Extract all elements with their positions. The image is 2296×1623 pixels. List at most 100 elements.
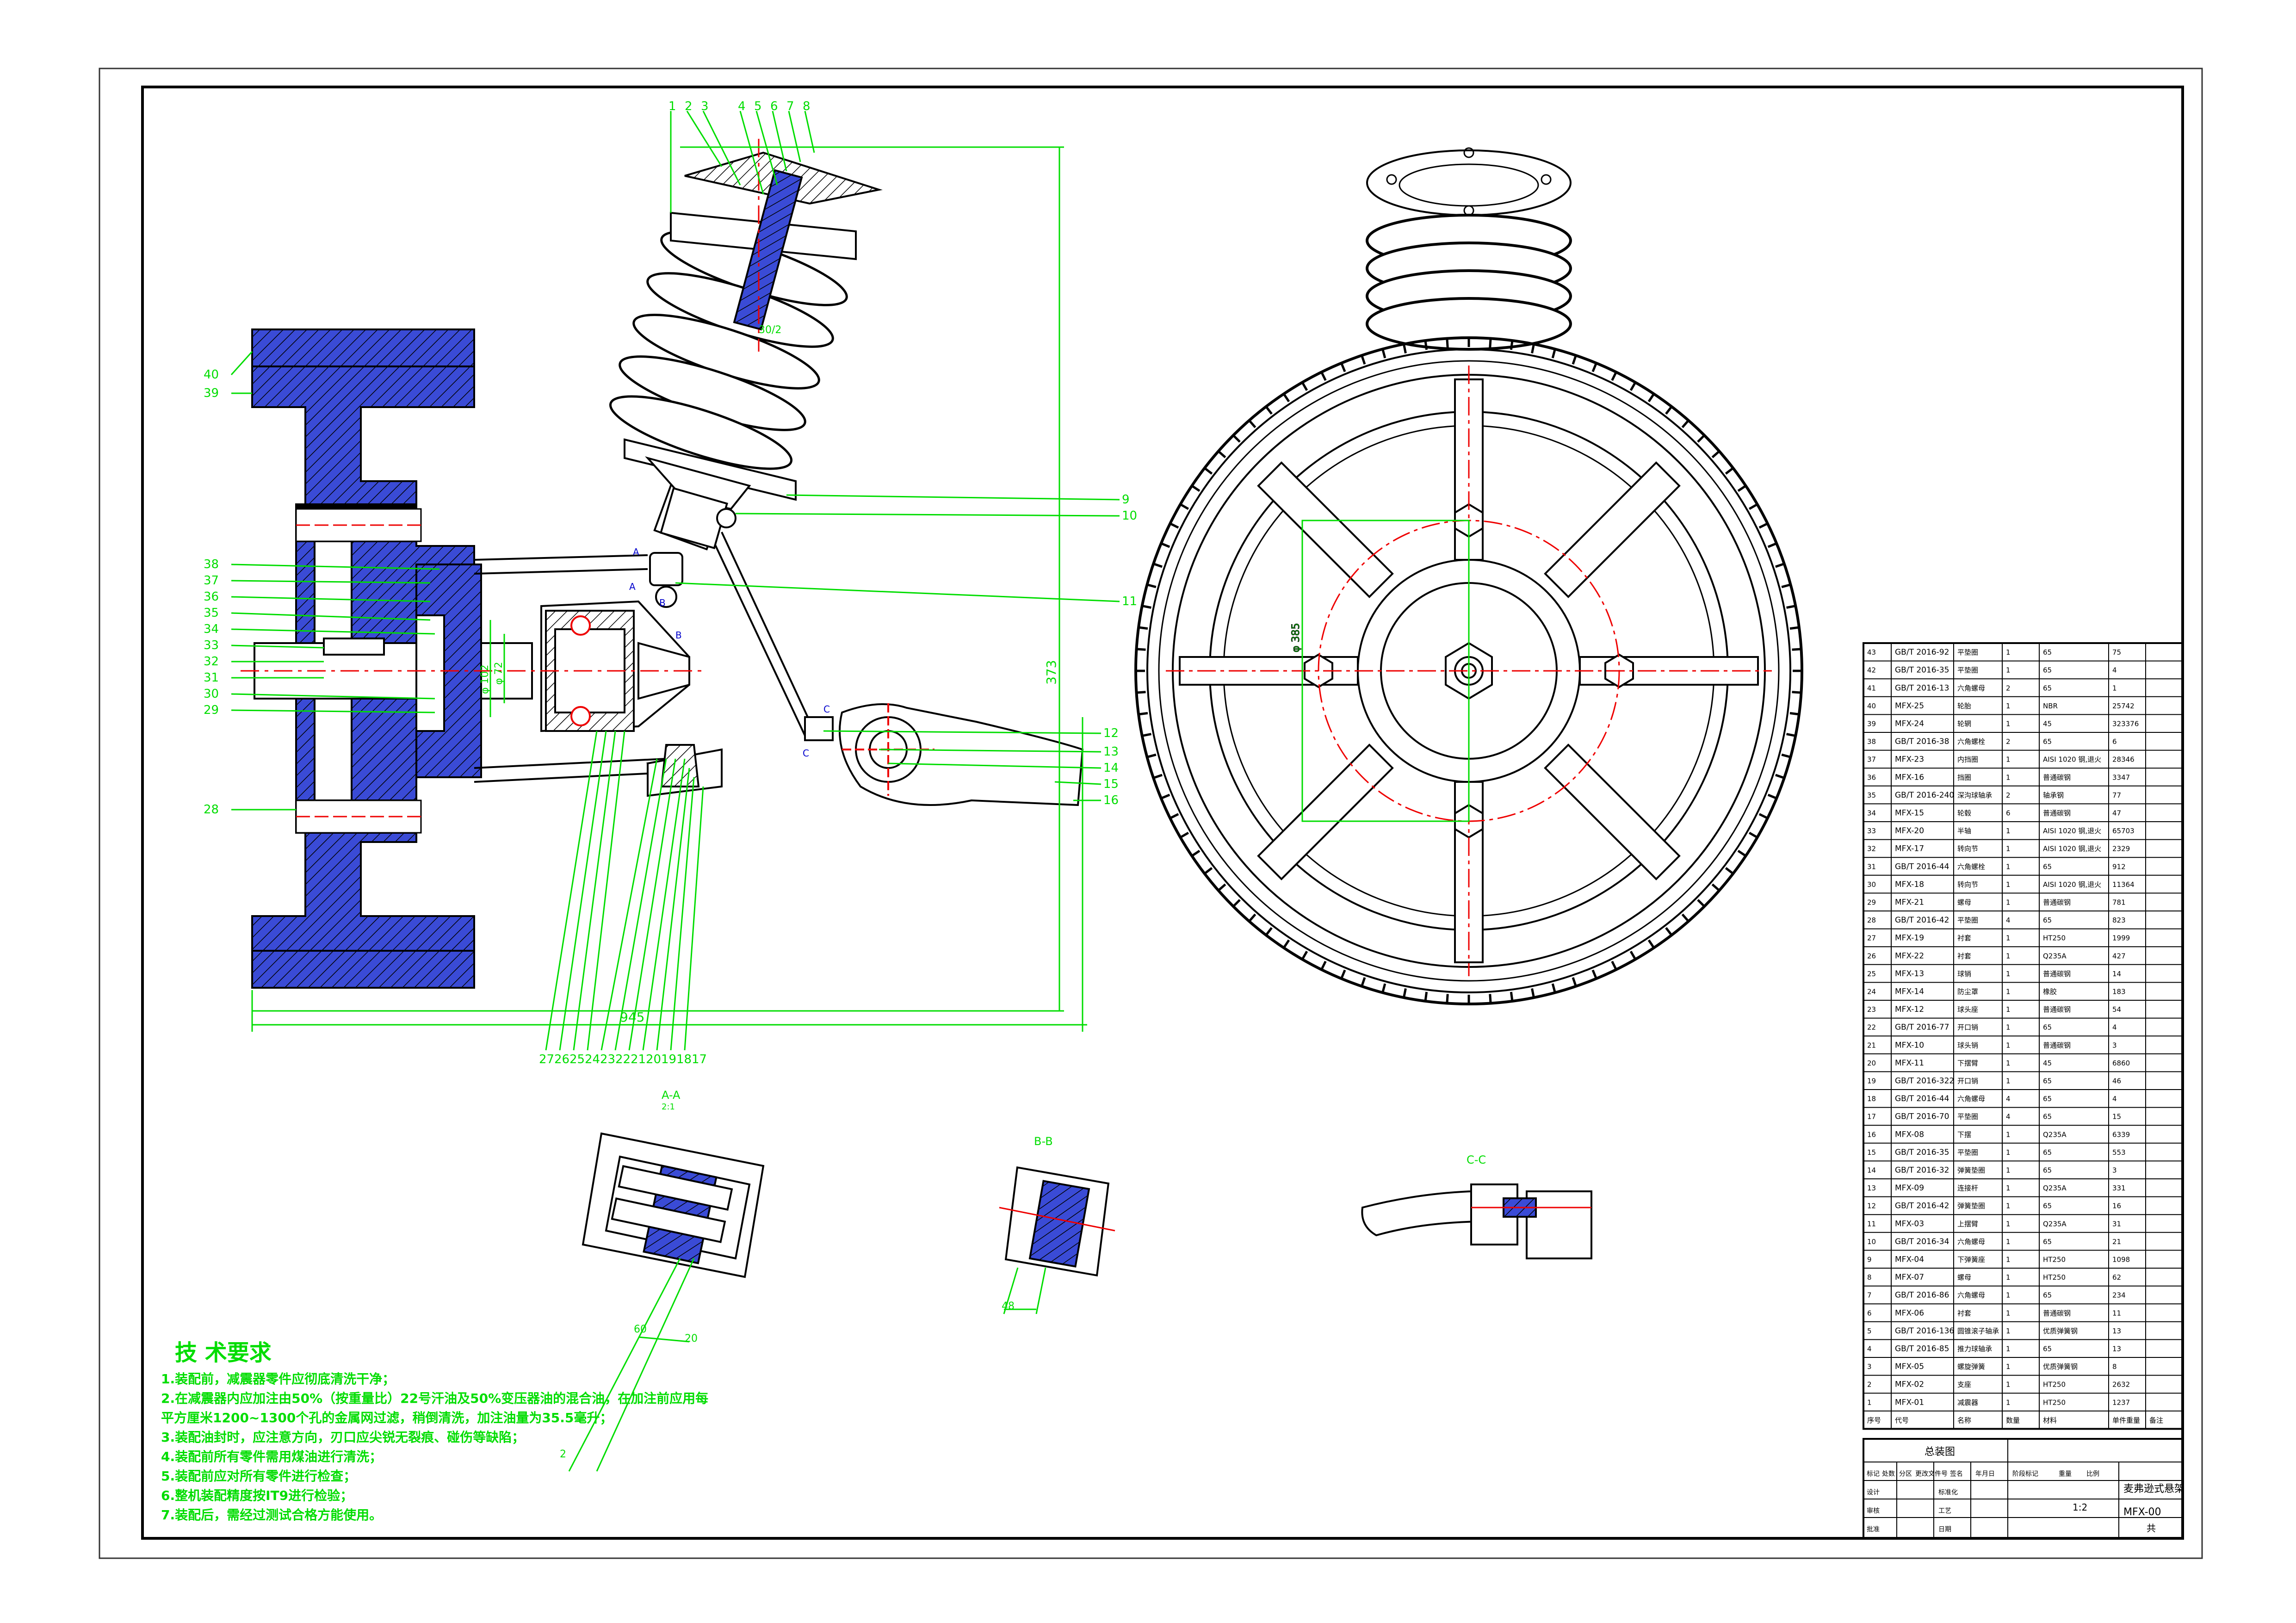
bom-cell: 1 (2006, 827, 2011, 835)
leader-lines (230, 111, 1120, 1051)
bom-cell: GB/T 2016-240 (1895, 791, 1954, 800)
balloon-40: 40 (204, 368, 219, 382)
bom-cell: 普通碳钢 (2043, 970, 2071, 978)
bom-cell: 1 (2006, 880, 2011, 889)
bom-cell: 1999 (2112, 934, 2130, 942)
bom-cell: AISI 1020 钢,退火 (2043, 880, 2101, 889)
bom-cell: 13 (2112, 1344, 2121, 1353)
balloon-27: 27 (539, 1053, 554, 1066)
bom-cell: 连接杆 (1957, 1184, 1978, 1192)
balloon-13: 13 (1103, 745, 1119, 759)
bom-cell: MFX-05 (1895, 1362, 1924, 1371)
bom-cell: 2 (2006, 791, 2011, 799)
bom-cell: 优质弹簧钢 (2043, 1363, 2078, 1371)
bom-cell: 41 (1867, 684, 1876, 692)
bom-cell: Q235A (2043, 1130, 2067, 1139)
bom-cell: 10 (1867, 1238, 1876, 1246)
bom-cell: 42 (1867, 666, 1876, 675)
lower-arm-right (839, 703, 1084, 806)
bom-cell: 六角螺母 (1957, 1238, 1985, 1246)
bom-cell: MFX-12 (1895, 1005, 1924, 1014)
bom-cell: 球销 (1957, 970, 1971, 978)
bom-cell: 65 (2043, 1148, 2052, 1157)
bom-header: 代号 (1895, 1416, 1909, 1425)
bom-cell: 65 (2043, 684, 2052, 692)
bom-cell: 1 (2006, 934, 2011, 942)
balloon-36: 36 (204, 590, 219, 604)
bom-cell: 183 (2112, 987, 2126, 996)
bom-cell: 螺母 (1957, 898, 1971, 906)
bom-cell: 1 (2006, 1398, 2011, 1406)
bom-cell: 六角螺栓 (1957, 737, 1985, 746)
balloon-33: 33 (204, 638, 219, 652)
bom-cell: 21 (1867, 1041, 1876, 1049)
bom-cell: 普通碳钢 (2043, 1041, 2071, 1049)
bom-cell: 31 (2112, 1220, 2121, 1228)
bom-cell: 2329 (2112, 845, 2130, 853)
bom-cell: GB/T 2016-70 (1895, 1112, 1949, 1121)
section-mark-b2: B (675, 630, 682, 641)
bom-cell: 30 (1867, 880, 1876, 889)
bom-cell: 4 (2112, 1023, 2117, 1032)
tech-title: 技 术要求 (175, 1340, 272, 1366)
bom-cell: 823 (2112, 916, 2126, 924)
bom-cell: 24 (1867, 987, 1876, 996)
section-marks: A A B B C C (629, 546, 830, 759)
dim-phi102: φ 102 (479, 665, 491, 694)
balloon-8: 8 (803, 99, 811, 113)
section-mark-a: A (633, 546, 639, 558)
bom-cell: 6 (1867, 1309, 1872, 1317)
bom-cell: 1 (2006, 1130, 2011, 1139)
bom-cell: 3 (1867, 1363, 1872, 1371)
balloon-1: 1 (668, 99, 676, 113)
bom-cell: 内挡圈 (1957, 756, 1978, 764)
bom-cell: GB/T 2016-13 (1895, 683, 1949, 693)
balloon-34: 34 (204, 622, 219, 636)
tech-requirements: 技 术要求 1.装配前，减震器零件应彻底清洗干净； 2.在减震器内应加注由50%… (161, 1340, 708, 1523)
bom-cell: 六角螺母 (1957, 1291, 1985, 1300)
bom-cell: 1 (2006, 1255, 2011, 1264)
bom-header: 材料 (2043, 1416, 2057, 1425)
bom-cell: 3 (2112, 1166, 2117, 1174)
balloons-top: 1 2 3 4 5 6 7 8 (668, 99, 811, 113)
bom-cell: 21 (2112, 1238, 2121, 1246)
bom-cell: 1 (2006, 1023, 2011, 1032)
bom-cell: 65 (2043, 1166, 2052, 1174)
bom-cell: 4 (2112, 1095, 2117, 1103)
bom-cell: 65 (2043, 1023, 2052, 1032)
bom-cell: 4 (2006, 916, 2011, 924)
balloon-14: 14 (1103, 761, 1119, 775)
bom-cell: MFX-23 (1895, 755, 1924, 764)
bom-cell: 1 (2006, 970, 2011, 978)
balloon-18: 18 (676, 1053, 692, 1066)
bom-cell: 1 (2006, 1005, 2011, 1014)
bom-cell: AISI 1020 钢,退火 (2043, 756, 2101, 764)
bom-cell: 65 (2043, 916, 2052, 924)
balloon-35: 35 (204, 606, 219, 620)
bom-cell: 33 (1867, 827, 1876, 835)
bom-cell: MFX-07 (1895, 1273, 1924, 1282)
bom-cell: 31 (1867, 862, 1876, 871)
bom-cell: 弹簧垫圈 (1957, 1202, 1985, 1210)
bom-cell: MFX-13 (1895, 969, 1924, 979)
bom-cell: HT250 (2043, 1381, 2066, 1389)
bom-cell: 6860 (2112, 1059, 2130, 1067)
bom-cell: 1 (2006, 1381, 2011, 1389)
bom-cell: 22 (1867, 1023, 1876, 1032)
bom-cell: 62 (2112, 1273, 2121, 1282)
bom-cell: 开口销 (1957, 1023, 1978, 1032)
bom-cell: 9 (1867, 1255, 1872, 1264)
bom-cell: 1 (2006, 1166, 2011, 1174)
bom-cell: 16 (1867, 1130, 1876, 1139)
